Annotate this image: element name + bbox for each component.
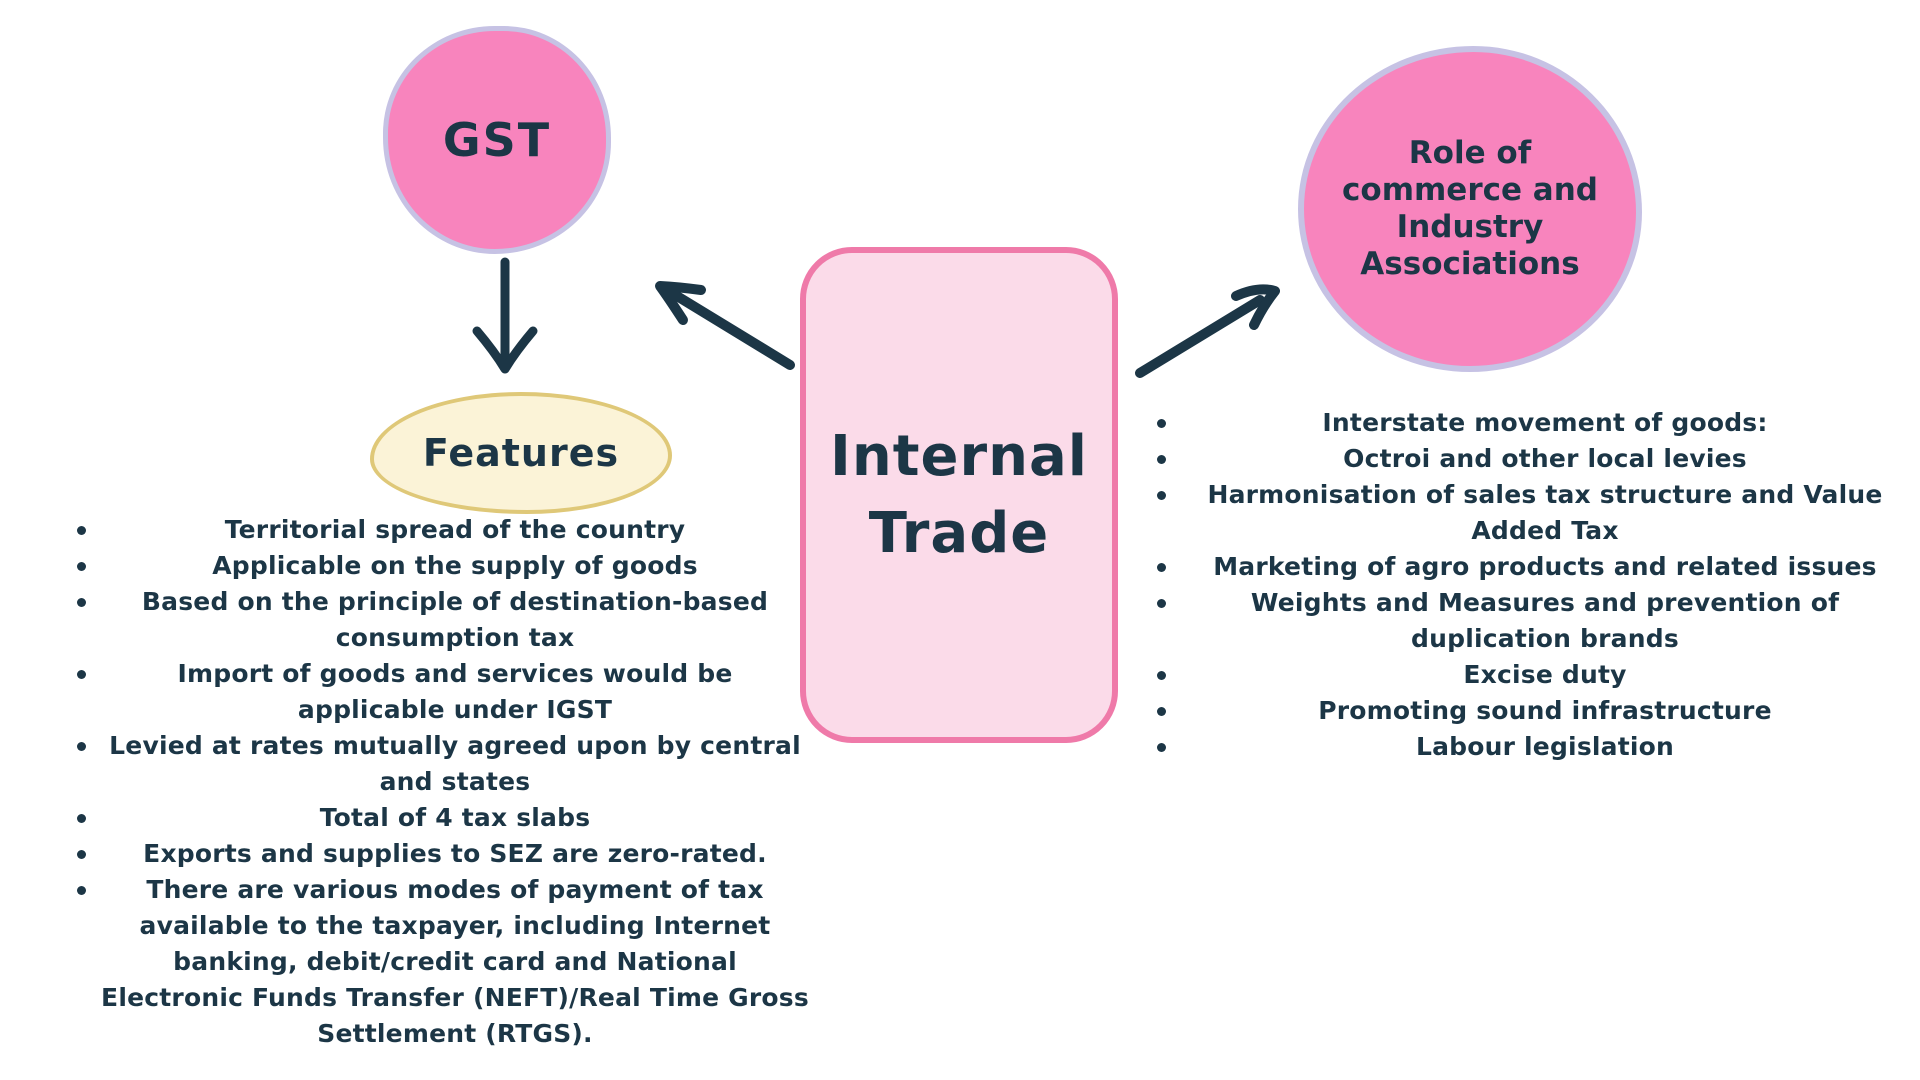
features-item-text: Applicable on the supply of goods: [212, 551, 698, 580]
bullet-dot: [1157, 455, 1166, 464]
features-list-item: Exports and supplies to SEZ are zero-rat…: [55, 836, 810, 872]
role-item-text: Weights and Measures and prevention of d…: [1250, 588, 1840, 653]
features-item-text: Exports and supplies to SEZ are zero-rat…: [143, 839, 767, 868]
bullet-dot: [1157, 563, 1166, 572]
role-list-item: Marketing of agro products and related i…: [1135, 549, 1910, 585]
features-item-text: Import of goods and services would be ap…: [177, 659, 733, 724]
role-item-text: Harmonisation of sales tax structure and…: [1207, 480, 1883, 545]
role-list-item: Excise duty: [1135, 657, 1910, 693]
bullet-dot: [77, 526, 86, 535]
features-list-item: Levied at rates mutually agreed upon by …: [55, 728, 810, 800]
features-item-text: Based on the principle of destination-ba…: [141, 587, 769, 652]
features-list-item: Applicable on the supply of goods: [55, 548, 810, 584]
arrow-internal-to-role-head: [1231, 284, 1280, 330]
features-node: Features: [370, 392, 672, 514]
arrow-internal-to-role: [1135, 295, 1265, 378]
bullet-dot: [1157, 419, 1166, 428]
features-list-item: Based on the principle of destination-ba…: [55, 584, 810, 656]
internal-trade-label-line-2: Trade: [868, 501, 1050, 566]
bullet-dot: [77, 598, 86, 607]
bullet-dot: [77, 850, 86, 859]
features-list-item: Territorial spread of the country: [55, 512, 810, 548]
bullet-dot: [1157, 671, 1166, 680]
features-label: Features: [422, 431, 620, 475]
role-label-line-1: Role of: [1408, 134, 1532, 171]
bullet-dot: [1157, 491, 1166, 500]
role-list-item: Weights and Measures and prevention of d…: [1135, 585, 1910, 657]
role-item-text: Octroi and other local levies: [1343, 444, 1747, 473]
features-list-item: Import of goods and services would be ap…: [55, 656, 810, 728]
bullet-dot: [77, 670, 86, 679]
role-label-line-4: Associations: [1360, 246, 1580, 283]
role-item-text: Marketing of agro products and related i…: [1213, 552, 1877, 581]
role-list-item: Interstate movement of goods:: [1135, 405, 1910, 441]
role-label-line-3: Industry: [1396, 209, 1544, 245]
bullet-dot: [1157, 707, 1166, 716]
gst-node: GST: [383, 26, 611, 254]
bullet-dot: [1157, 743, 1166, 752]
gst-label: GST: [442, 113, 552, 167]
bullet-dot: [1157, 599, 1166, 608]
arrow-internal-to-gst: [667, 288, 795, 370]
role-label-line-2: commerce and: [1342, 171, 1598, 208]
internal-trade-label-line-1: Internal: [830, 423, 1088, 489]
role-list-item: Promoting sound infrastructure: [1135, 693, 1910, 729]
features-list: Territorial spread of the country Applic…: [55, 512, 810, 1052]
features-item-text: Total of 4 tax slabs: [319, 803, 591, 832]
arrow-internal-to-gst-head: [655, 281, 706, 325]
features-item-text: Levied at rates mutually agreed upon by …: [109, 731, 801, 796]
bullet-dot: [77, 562, 86, 571]
bullet-dot: [77, 814, 86, 823]
role-list-item: Octroi and other local levies: [1135, 441, 1910, 477]
bullet-dot: [77, 742, 86, 751]
arrow-gst-to-features-head: [472, 326, 538, 374]
role-item-text: Promoting sound infrastructure: [1318, 696, 1772, 725]
role-list-item: Harmonisation of sales tax structure and…: [1135, 477, 1910, 549]
features-list-item: There are various modes of payment of ta…: [55, 872, 810, 1052]
features-item-text: There are various modes of payment of ta…: [101, 875, 809, 1048]
role-item-text: Labour legislation: [1415, 732, 1675, 761]
role-item-text: Interstate movement of goods:: [1322, 408, 1768, 437]
role-item-text: Excise duty: [1463, 660, 1627, 689]
internal-trade-node: Internal Trade: [800, 247, 1118, 743]
bullet-dot: [77, 886, 86, 895]
role-list-item: Labour legislation: [1135, 729, 1910, 765]
features-item-text: Territorial spread of the country: [224, 515, 686, 544]
role-list: Interstate movement of goods: Octroi and…: [1135, 405, 1910, 765]
role-node: Role of commerce and Industry Associatio…: [1298, 46, 1642, 372]
features-list-item: Total of 4 tax slabs: [55, 800, 810, 836]
